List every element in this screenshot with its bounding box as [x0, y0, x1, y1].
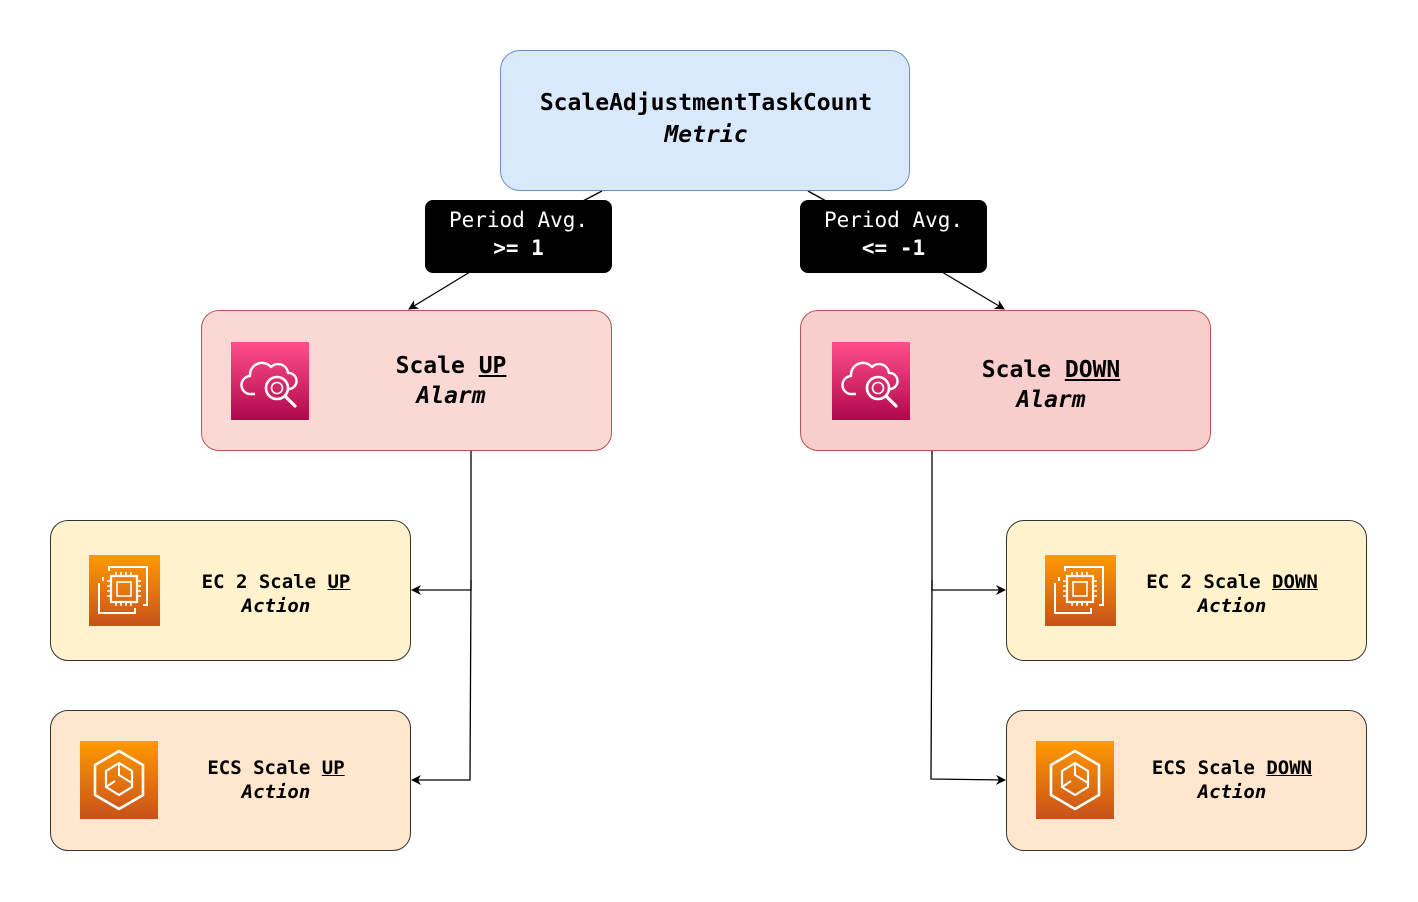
edge-metric-to-down-condition — [807, 190, 827, 202]
ec2-scale-down-action-node[interactable]: EC 2 Scale DOWN Action — [1006, 520, 1367, 661]
ecs-icon — [1036, 741, 1114, 819]
ecs-down-action-prefix: ECS Scale — [1151, 757, 1267, 779]
edge-metric-to-up-condition — [582, 190, 603, 202]
scale-up-alarm-subtitle: Alarm — [416, 383, 486, 409]
down-condition-label: Period Avg. <= -1 — [800, 200, 987, 273]
edge-down-alarm-to-ecs-down — [930, 579, 1006, 785]
up-condition-label: Period Avg. >= 1 — [425, 200, 612, 273]
ecs-up-action-subtitle: Action — [241, 781, 311, 803]
edge-up-alarm-to-ec2-up — [411, 451, 472, 595]
scale-up-alarm-keyword: UP — [478, 353, 507, 379]
ecs-scale-down-action-node[interactable]: ECS Scale DOWN Action — [1006, 710, 1367, 851]
scale-down-alarm-subtitle: Alarm — [1016, 387, 1086, 413]
ec2-down-action-keyword: DOWN — [1272, 571, 1318, 593]
ec2-scale-up-action-node[interactable]: EC 2 Scale UP Action — [50, 520, 411, 661]
edge-up-alarm-to-ecs-up — [411, 579, 472, 785]
scale-up-alarm-node[interactable]: Scale UP Alarm — [201, 310, 612, 451]
edge-up-condition-to-up-alarm — [408, 271, 471, 310]
up-condition-text: Period Avg. — [448, 208, 589, 232]
ec2-up-action-prefix: EC 2 Scale — [201, 571, 328, 593]
edge-down-alarm-to-ec2-down — [931, 451, 1006, 595]
metric-title: ScaleAdjustmentTaskCount — [539, 90, 873, 116]
ec2-down-action-prefix: EC 2 Scale — [1146, 571, 1273, 593]
up-condition-value: >= 1 — [493, 236, 544, 260]
ecs-scale-up-action-node[interactable]: ECS Scale UP Action — [50, 710, 411, 851]
scale-down-alarm-keyword: DOWN — [1064, 357, 1121, 383]
scale-down-alarm-node[interactable]: Scale DOWN Alarm — [800, 310, 1211, 451]
metric-node[interactable]: ScaleAdjustmentTaskCount Metric — [500, 50, 910, 191]
cloudwatch-alarm-icon — [832, 342, 910, 420]
scale-up-alarm-prefix: Scale — [395, 353, 479, 379]
ec2-icon — [89, 555, 160, 626]
metric-subtitle: Metric — [664, 122, 748, 148]
edge-down-condition-to-down-alarm — [941, 271, 1005, 310]
ecs-icon — [80, 741, 158, 819]
ec2-icon — [1045, 555, 1116, 626]
down-condition-value: <= -1 — [861, 236, 926, 260]
down-condition-text: Period Avg. — [823, 208, 964, 232]
ec2-up-action-subtitle: Action — [241, 595, 311, 617]
ecs-up-action-keyword: UP — [321, 757, 345, 779]
scale-down-alarm-prefix: Scale — [981, 357, 1065, 383]
ecs-down-action-keyword: DOWN — [1266, 757, 1313, 779]
ec2-down-action-subtitle: Action — [1197, 595, 1267, 617]
ecs-up-action-prefix: ECS Scale — [207, 757, 322, 779]
ec2-up-action-keyword: UP — [327, 571, 351, 593]
cloudwatch-alarm-icon — [231, 342, 309, 420]
ecs-down-action-subtitle: Action — [1197, 781, 1267, 803]
